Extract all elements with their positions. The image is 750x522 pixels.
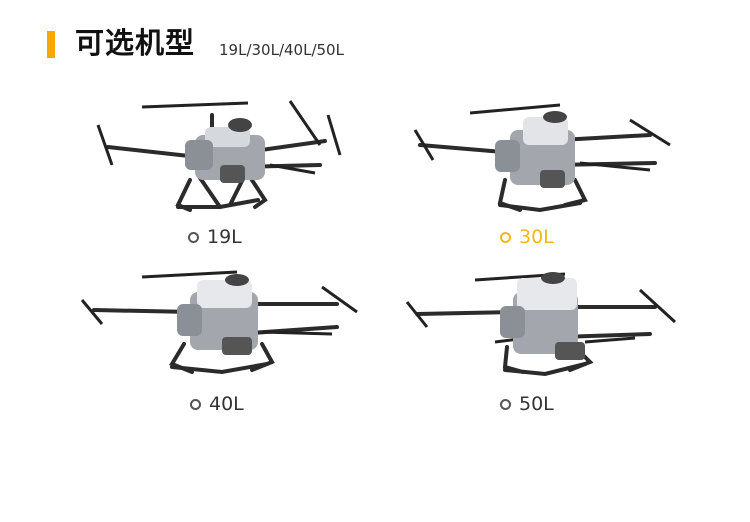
- radio-icon[interactable]: [188, 231, 199, 243]
- accent-bar: [47, 31, 55, 58]
- model-option-40l[interactable]: 40L: [72, 262, 372, 432]
- radio-icon[interactable]: [500, 231, 511, 243]
- model-option-30l[interactable]: 30L: [395, 95, 695, 265]
- radio-icon[interactable]: [500, 398, 511, 410]
- capacity-options: 19L/30L/40L/50L: [219, 41, 344, 59]
- drone-50l-image: [405, 272, 677, 377]
- model-option-19l[interactable]: 19L: [80, 95, 380, 265]
- model-name: 40L: [209, 393, 244, 415]
- model-name: 19L: [207, 226, 242, 248]
- model-label-30l[interactable]: 30L: [500, 225, 610, 249]
- model-name: 30L: [519, 226, 554, 248]
- drone-19l-image: [96, 100, 342, 212]
- model-name: 50L: [519, 393, 554, 415]
- radio-icon[interactable]: [190, 398, 201, 410]
- section-title: 可选机型: [75, 26, 196, 60]
- drone-30l-image: [413, 103, 671, 213]
- model-option-50l[interactable]: 50L: [395, 262, 695, 432]
- model-label-19l[interactable]: 19L: [188, 225, 298, 249]
- model-label-40l[interactable]: 40L: [190, 392, 300, 416]
- model-label-50l[interactable]: 50L: [500, 392, 610, 416]
- drone-40l-image: [80, 270, 358, 375]
- section-header: 可选机型 19L/30L/40L/50L: [0, 0, 750, 80]
